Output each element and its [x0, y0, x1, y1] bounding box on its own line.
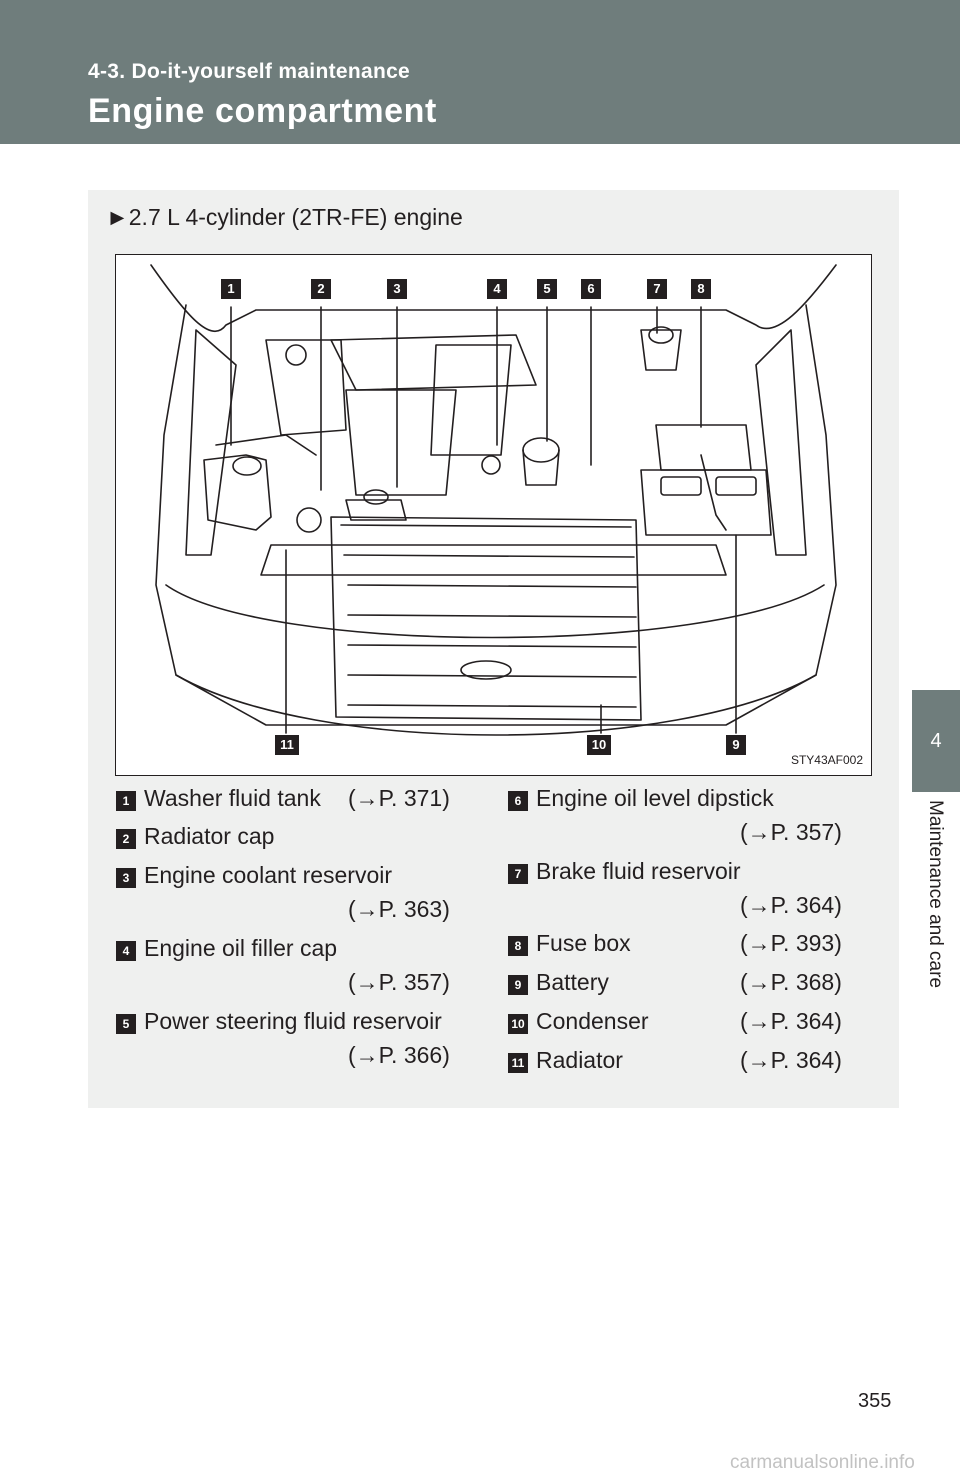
page-header: 4-3. Do-it-yourself maintenance Engine c…: [0, 0, 960, 144]
engine-type-heading: ►2.7 L 4-cylinder (2TR-FE) engine: [106, 204, 463, 230]
callout-marker: 5: [537, 279, 557, 299]
callout-marker: 2: [311, 279, 331, 299]
page-number: 355: [858, 1390, 892, 1412]
callout-marker: 7: [647, 279, 667, 299]
callout-marker: 1: [221, 279, 241, 299]
figure-code: STY43AF002: [790, 753, 863, 767]
engine-compartment-illustration: 1 2 3 4 5 6 7 8 9 10 11 STY43AF002: [115, 254, 872, 776]
section-heading: 4-3. Do-it-yourself maintenance: [88, 60, 411, 83]
callout-marker: 11: [275, 735, 299, 755]
callout-marker: 4: [487, 279, 507, 299]
callout-marker: 3: [387, 279, 407, 299]
callout-marker: 8: [691, 279, 711, 299]
callout-marker: 10: [587, 735, 611, 755]
page-title: Engine compartment: [88, 92, 437, 130]
callout-marker: 9: [726, 735, 746, 755]
callout-marker: 6: [581, 279, 601, 299]
watermark-text: carmanualsonline.info: [730, 1452, 915, 1473]
chapter-tab-label: Maintenance and care: [925, 800, 946, 989]
chapter-tab[interactable]: 4: [912, 690, 960, 792]
engine-line-drawing: [150, 264, 837, 736]
